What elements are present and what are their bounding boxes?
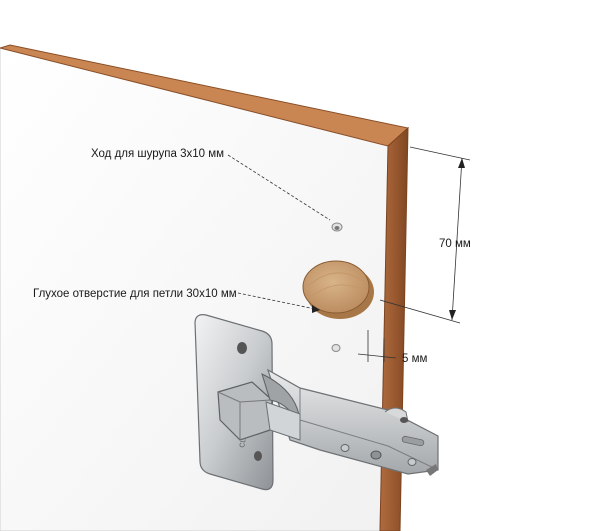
label-dimension-vertical: 70 мм bbox=[439, 238, 471, 250]
arm-screw-hole bbox=[400, 417, 408, 423]
arm-screw-3 bbox=[407, 458, 417, 466]
label-screw-hole: Ход для шурупа 3х10 мм bbox=[91, 148, 224, 160]
label-cup-hole: Глухое отверстие для петли 30х10 мм bbox=[33, 288, 237, 300]
hinge-cup-base bbox=[265, 401, 301, 441]
screw-leader-line bbox=[227, 154, 331, 221]
dim-arrow-bottom bbox=[449, 310, 456, 320]
hinge-stamp: CLIP bbox=[239, 431, 249, 448]
screw-hole-inner bbox=[334, 226, 340, 230]
screw-hole-lower bbox=[331, 344, 341, 352]
arm-screw-2 bbox=[370, 450, 382, 460]
cup-leader-line bbox=[237, 292, 321, 311]
dimension-vertical bbox=[379, 146, 471, 324]
arm-screw-1 bbox=[340, 444, 350, 452]
dim-arrow-top bbox=[458, 158, 465, 168]
cup-hole bbox=[302, 260, 374, 319]
furniture-hinge: CLIP bbox=[194, 314, 439, 491]
dimension-edge bbox=[357, 330, 397, 362]
plate-screw-hole-top bbox=[237, 342, 247, 354]
label-dimension-edge: 5 мм bbox=[402, 353, 427, 365]
cup-leader-arrow bbox=[312, 305, 320, 313]
plate-screw-hole-bottom bbox=[254, 451, 262, 461]
